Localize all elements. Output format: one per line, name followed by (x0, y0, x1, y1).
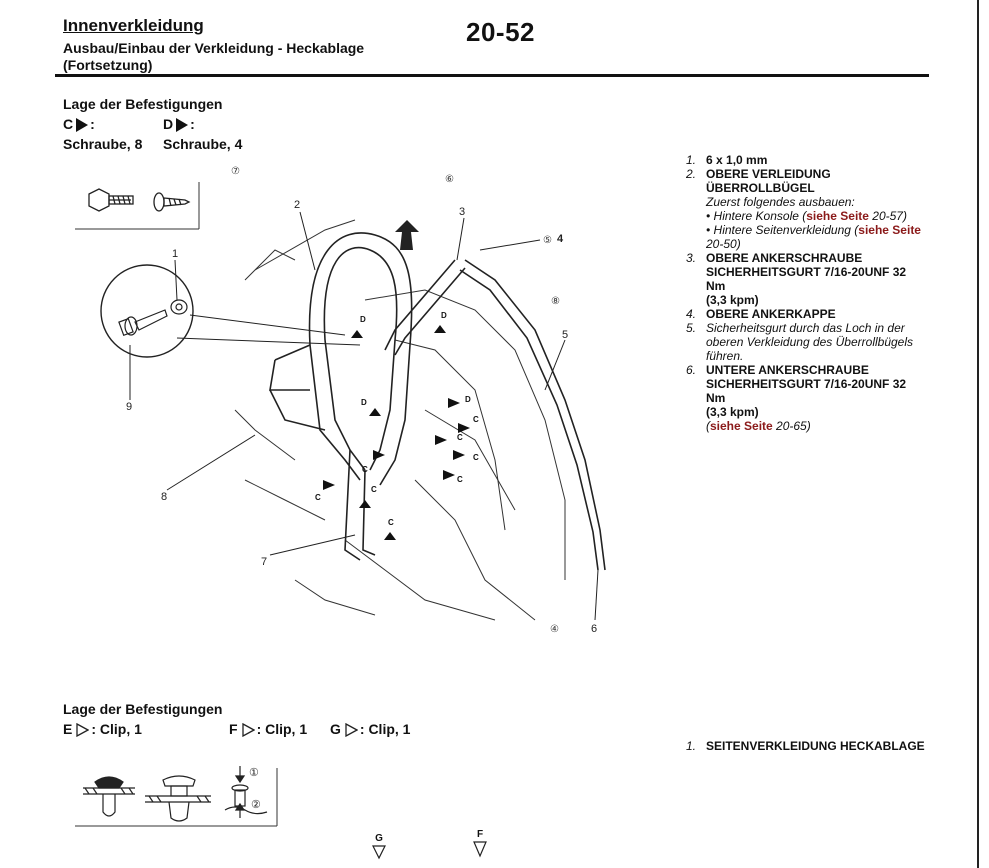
svg-text:D: D (361, 398, 367, 407)
page-number: 20-52 (466, 17, 535, 47)
fasteners-title-top: Lage der Befestigungen (63, 96, 223, 112)
svg-text:⑦: ⑦ (231, 166, 240, 177)
svg-text:C: C (371, 485, 377, 494)
notes-top: 1.6 x 1,0 mm 2. OBERE VERLEIDUNG ÜBERROL… (686, 153, 926, 433)
section-title: Innenverkleidung (63, 16, 204, 35)
link-page-20-65[interactable]: siehe Seite (710, 419, 773, 433)
note-5: 5.Sicherheitsgurt durch das Loch in der … (686, 321, 914, 363)
page-subtitle: Ausbau/Einbau der Verkleidung - Heckabla… (63, 40, 365, 73)
svg-text:7: 7 (261, 556, 267, 568)
svg-text:D: D (465, 395, 471, 404)
clip-icons-box: ① ② (75, 766, 278, 827)
up-arrow-icon (395, 220, 419, 250)
fasteners-title-bottom: Lage der Befestigungen (63, 701, 223, 717)
tapping-screw-icon (153, 192, 191, 212)
note-6: 6. UNTERE ANKERSCHRAUBE SICHERHEITSGURT … (686, 363, 907, 433)
diagram-callouts: 1 2 3 4 5 6 7 8 9 (126, 199, 597, 635)
note-1: 1.6 x 1,0 mm (686, 153, 768, 167)
fastener-g-label: G: Clip, 1 (330, 721, 411, 738)
clip-e-icon (83, 776, 135, 817)
marker-g: G (371, 833, 387, 865)
header-rule (55, 74, 929, 77)
svg-text:1: 1 (172, 248, 178, 260)
rollbar-trim-diagram: 1 2 3 4 5 6 7 8 9 ⑦ ⑥ ⑤ ⑧ ④ D D D D C C (100, 166, 606, 635)
open-down-triangle-icon (372, 845, 386, 860)
svg-text:C: C (457, 433, 463, 442)
svg-text:9: 9 (126, 401, 132, 413)
notes-bottom: 1.SEITENVERKLEIDUNG HECKABLAGE (686, 739, 926, 753)
svg-text:D: D (360, 315, 366, 324)
note-bottom-1: 1.SEITENVERKLEIDUNG HECKABLAGE (686, 739, 925, 753)
svg-text:D: D (441, 311, 447, 320)
svg-text:C: C (388, 518, 394, 527)
fastener-f-label: F: Clip, 1 (229, 721, 308, 738)
clip-g-icon (224, 766, 268, 818)
open-triangle-icon (76, 723, 90, 738)
diagram-circled-refs: ⑦ ⑥ ⑤ ⑧ ④ (231, 166, 560, 635)
svg-text:C: C (362, 465, 368, 474)
filled-triangle-icon (176, 118, 189, 133)
svg-text:⑥: ⑥ (445, 174, 454, 185)
note-4: 4.OBERE ANKERKAPPE (686, 307, 836, 321)
svg-text:5: 5 (562, 329, 568, 341)
svg-text:C: C (473, 415, 479, 424)
svg-text:⑤: ⑤ (543, 235, 552, 246)
svg-text:2: 2 (294, 199, 300, 211)
filled-triangle-icon (76, 118, 89, 133)
marker-f: F (472, 829, 488, 863)
link-page-20-57[interactable]: siehe Seite (806, 209, 869, 223)
fastener-d-desc: Schraube, 4 (163, 136, 243, 152)
svg-text:④: ④ (550, 624, 559, 635)
screw-icons-box (75, 182, 200, 230)
svg-text:6: 6 (591, 623, 597, 635)
fastener-markers (323, 325, 470, 540)
note-2: 2. OBERE VERLEIDUNG ÜBERROLLBÜGEL Zuerst… (686, 167, 921, 251)
svg-text:①: ① (249, 767, 259, 779)
svg-text:4: 4 (557, 233, 564, 245)
clip-f-icon (145, 775, 211, 822)
fastener-e-label: E: Clip, 1 (63, 721, 142, 738)
fastener-d-label: D: (163, 116, 195, 133)
svg-text:3: 3 (459, 206, 465, 218)
svg-text:C: C (457, 475, 463, 484)
page-right-border (977, 0, 979, 868)
note-3: 3. OBERE ANKERSCHRAUBE SICHERHEITSGURT 7… (686, 251, 907, 307)
svg-text:②: ② (251, 799, 261, 811)
hex-bolt-icon (88, 188, 134, 212)
open-triangle-icon (345, 723, 358, 738)
svg-text:C: C (473, 453, 479, 462)
svg-text:8: 8 (161, 491, 167, 503)
open-down-triangle-icon (473, 841, 487, 858)
svg-text:C: C (315, 493, 321, 502)
fastener-c-desc: Schraube, 8 (63, 136, 143, 152)
open-triangle-icon (241, 723, 255, 738)
fastener-c-label: C: (63, 116, 95, 133)
link-page-20-50[interactable]: siehe Seite (858, 223, 921, 237)
svg-text:⑧: ⑧ (551, 296, 560, 307)
